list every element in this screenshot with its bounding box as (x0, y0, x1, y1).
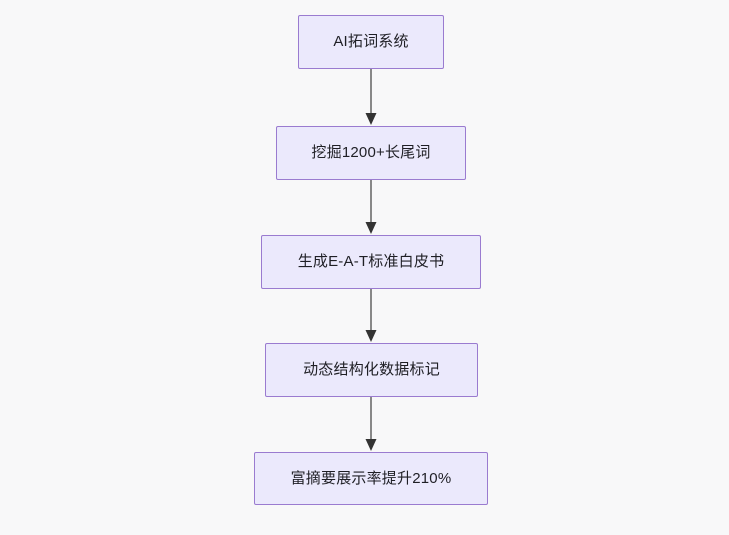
flowchart-connector-arrow (364, 289, 378, 343)
flowchart-node-mine-longtail-keywords[interactable]: 挖掘1200+长尾词 (276, 126, 466, 180)
flowchart-node-label: 富摘要展示率提升210% (290, 469, 452, 487)
flowchart-node-label: 生成E-A-T标准白皮书 (297, 253, 445, 270)
flowchart-connector-arrow (364, 69, 378, 126)
flowchart-node-generate-eat-whitepaper[interactable]: 生成E-A-T标准白皮书 (261, 235, 481, 289)
flowchart-node-ai-keyword-system[interactable]: AI拓词系统 (298, 15, 444, 69)
flowchart-node-label: AI拓词系统 (333, 33, 409, 50)
flowchart-node-label: 挖掘1200+长尾词 (311, 144, 431, 161)
flowchart-node-label: 动态结构化数据标记 (303, 361, 440, 378)
flowchart-node-dynamic-structured-data[interactable]: 动态结构化数据标记 (265, 343, 478, 397)
flowchart-connector-arrow (364, 397, 378, 452)
flowchart-node-rich-snippet-impression-lift[interactable]: 富摘要展示率提升210% (254, 452, 488, 505)
flowchart-connector-arrow (364, 180, 378, 235)
